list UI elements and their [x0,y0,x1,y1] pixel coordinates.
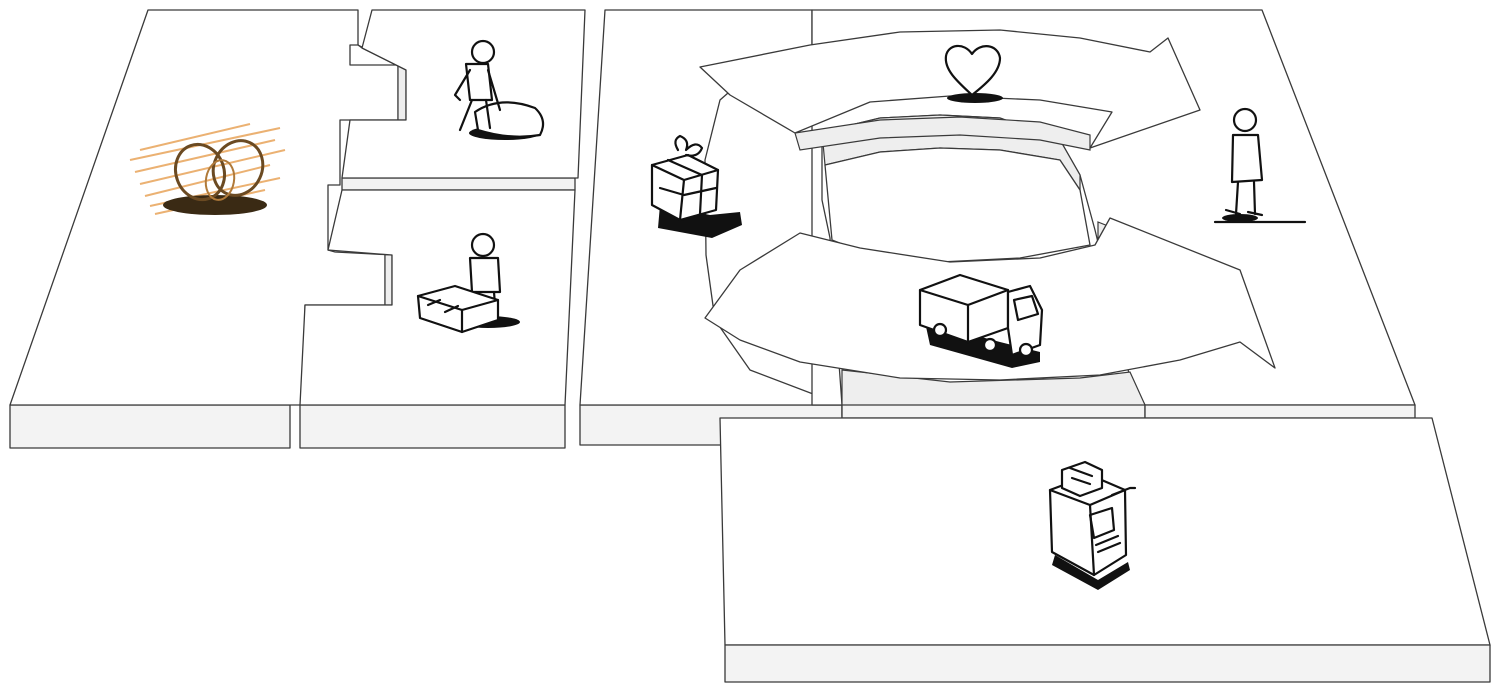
block-revenue-streams [720,418,1490,682]
block-key-resources [300,190,575,448]
